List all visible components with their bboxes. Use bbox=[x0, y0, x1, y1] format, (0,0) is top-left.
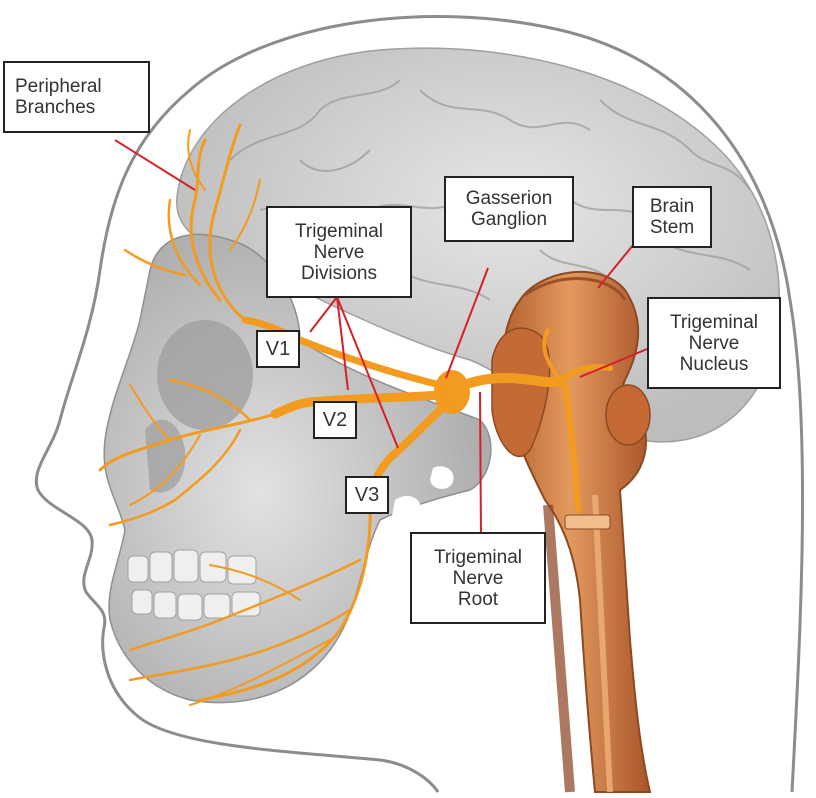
label-peripheral-branches: Peripheral Branches bbox=[3, 61, 150, 133]
label-line: Nerve bbox=[689, 333, 740, 354]
label-line: Ganglion bbox=[471, 209, 547, 230]
label-line: Nerve bbox=[314, 242, 365, 263]
label-line: Trigeminal bbox=[434, 547, 522, 568]
label-line: Branches bbox=[15, 97, 95, 118]
label-line: V2 bbox=[323, 410, 347, 431]
skull-foramen bbox=[392, 496, 421, 525]
label-v2: V2 bbox=[313, 401, 357, 439]
label-v3: V3 bbox=[345, 476, 389, 514]
label-trigeminal-nerve-divisions: Trigeminal Nerve Divisions bbox=[266, 206, 412, 298]
label-line: Stem bbox=[650, 217, 694, 238]
label-v1: V1 bbox=[256, 330, 300, 368]
label-line: V1 bbox=[266, 339, 290, 360]
label-line: Brain bbox=[650, 196, 694, 217]
label-line: Nucleus bbox=[680, 354, 749, 375]
label-line: Peripheral bbox=[15, 76, 102, 97]
label-line: V3 bbox=[355, 485, 379, 506]
label-line: Gasserion bbox=[466, 188, 553, 209]
label-line: Nerve bbox=[453, 568, 504, 589]
skull-foramen bbox=[478, 483, 506, 510]
label-trigeminal-nerve-nucleus: Trigeminal Nerve Nucleus bbox=[647, 297, 781, 389]
label-trigeminal-nerve-root: Trigeminal Nerve Root bbox=[410, 532, 546, 624]
eye-socket bbox=[157, 320, 253, 430]
label-line: Trigeminal bbox=[295, 221, 383, 242]
label-line: Trigeminal bbox=[670, 312, 758, 333]
label-brain-stem: Brain Stem bbox=[632, 186, 712, 248]
label-line: Root bbox=[458, 589, 498, 610]
label-gasserion-ganglion: Gasserion Ganglion bbox=[444, 176, 574, 242]
label-line: Divisions bbox=[301, 263, 377, 284]
